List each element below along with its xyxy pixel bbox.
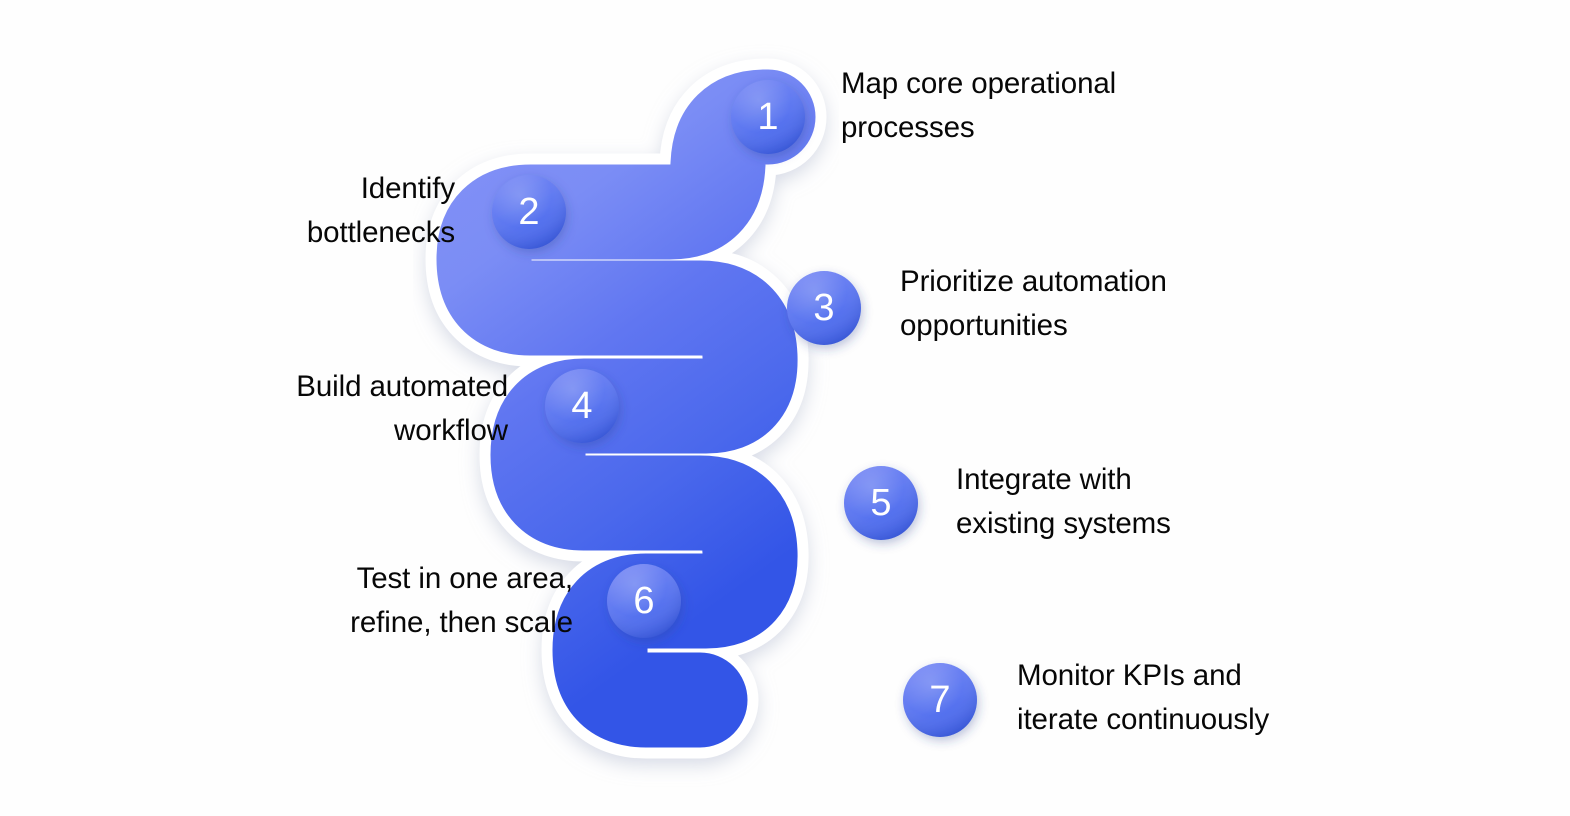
badge-sheen (787, 271, 861, 345)
step-label-3: Prioritize automation opportunities (900, 265, 1167, 342)
step-label-6: Test in one area, refine, then scale (350, 562, 573, 639)
badge-sheen (903, 663, 977, 737)
badge-sheen (844, 466, 918, 540)
badge-sheen (492, 175, 566, 249)
step-number-2[interactable]: 2 (518, 190, 540, 233)
step-number-7[interactable]: 7 (929, 678, 951, 721)
badge-sheen (731, 80, 805, 154)
step-label-2: Identify bottlenecks (306, 172, 455, 249)
step-label-4: Build automated workflow (296, 370, 508, 447)
step-label-5: Integrate with existing systems (956, 463, 1171, 540)
step-number-5[interactable]: 5 (870, 481, 892, 524)
badge-circle-group (492, 80, 977, 737)
badge-sheen (545, 369, 619, 443)
step-label-1: Map core operational processes (841, 67, 1117, 144)
badge-sheen (607, 564, 681, 638)
step-number-4[interactable]: 4 (571, 384, 593, 427)
step-number-1[interactable]: 1 (757, 95, 779, 138)
step-label-7: Monitor KPIs and iterate continuously (1017, 659, 1270, 736)
step-number-6[interactable]: 6 (633, 579, 655, 622)
step-number-3[interactable]: 3 (813, 286, 835, 329)
